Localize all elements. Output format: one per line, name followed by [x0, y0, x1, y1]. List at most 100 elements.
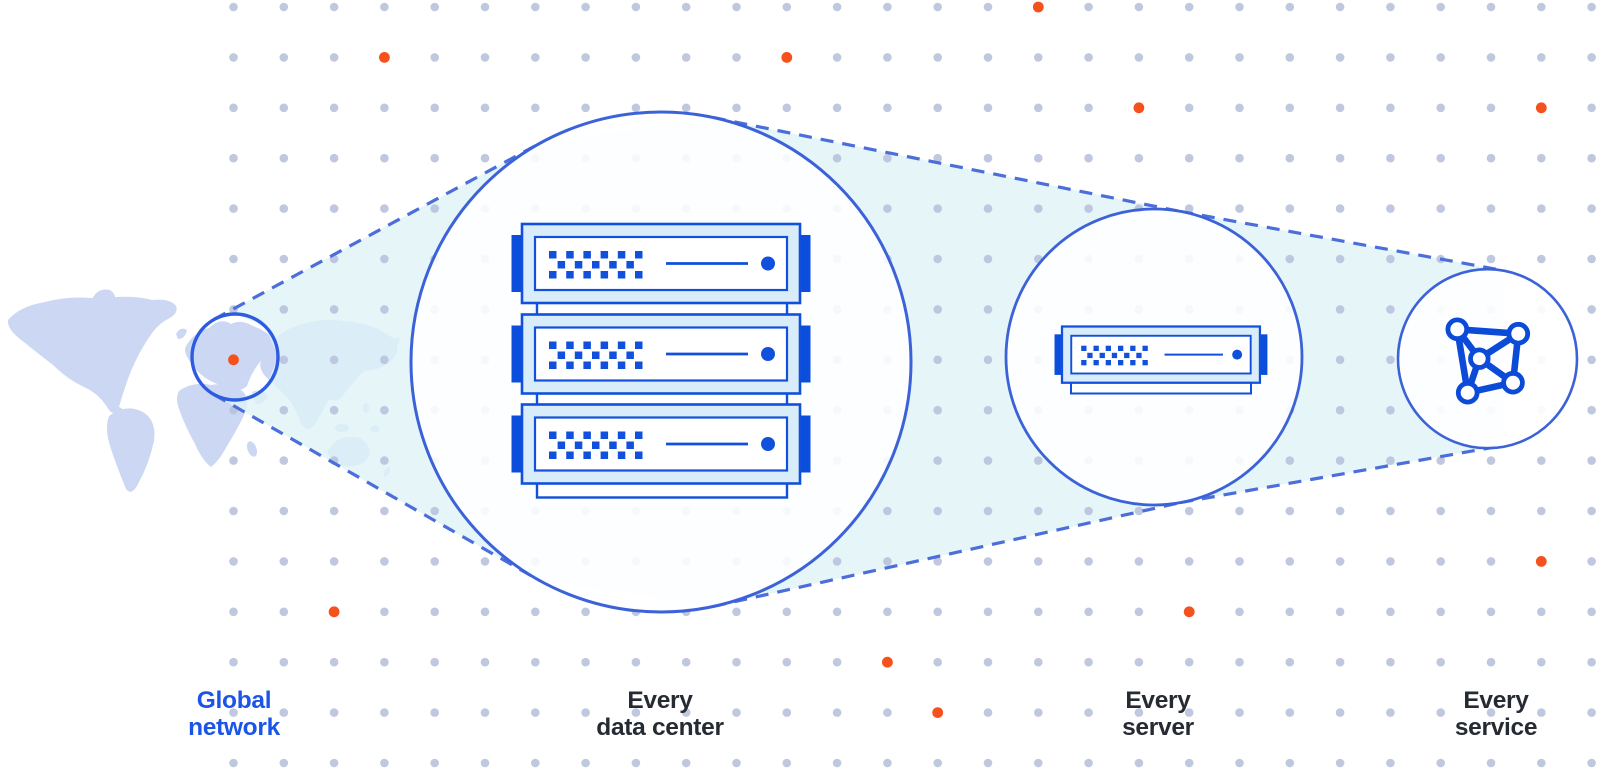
vent-pixel — [617, 271, 626, 279]
grid-dot — [933, 103, 942, 113]
server-faceplate — [533, 416, 789, 472]
vent-pixel — [574, 261, 583, 269]
grid-dot — [681, 758, 691, 768]
vent-pixel — [617, 251, 626, 259]
grid-dot — [1386, 355, 1395, 365]
grid-dot — [832, 758, 842, 768]
grid-dot — [1034, 607, 1043, 617]
label-line: Every — [1125, 687, 1191, 714]
grid-dot — [983, 405, 993, 415]
grid-dot — [329, 204, 339, 213]
location-dot-icon — [1032, 1, 1044, 13]
grid-dot — [581, 607, 590, 617]
grid-dot — [480, 2, 490, 12]
label-every-server: Every server — [1122, 687, 1194, 741]
grid-dot — [380, 557, 389, 566]
grid-dot — [1285, 758, 1295, 768]
network-node — [1501, 370, 1525, 395]
grid-dot — [1386, 2, 1395, 12]
grid-dot — [1335, 103, 1345, 113]
grid-dot — [883, 153, 892, 163]
grid-dot — [1134, 2, 1144, 12]
grid-dot — [1436, 557, 1445, 566]
grid-dot — [1084, 53, 1093, 62]
server-power-led — [1232, 349, 1243, 360]
grid-dot — [983, 254, 993, 264]
grid-dot — [229, 506, 238, 516]
network-node — [1506, 321, 1531, 346]
grid-dot — [1235, 103, 1244, 113]
grid-dot — [480, 103, 490, 113]
vent-pixel — [566, 341, 574, 349]
grid-dot — [430, 506, 440, 516]
grid-dot — [732, 708, 741, 717]
grid-dot — [1184, 2, 1194, 12]
grid-dot — [329, 153, 339, 163]
grid-dot — [1486, 557, 1496, 566]
grid-dot — [380, 405, 389, 415]
grid-dot — [581, 657, 590, 667]
vent-pixel — [574, 441, 583, 449]
grid-dot — [1235, 204, 1244, 213]
vent-pixel — [635, 451, 643, 459]
grid-dot — [1486, 153, 1496, 163]
grid-dot — [1034, 557, 1043, 566]
label-line: Global — [196, 687, 272, 714]
grid-dot — [1386, 557, 1395, 566]
grid-dot — [983, 153, 993, 163]
grid-dot — [430, 758, 440, 768]
grid-dot — [732, 607, 741, 617]
grid-dot — [531, 2, 540, 12]
grid-dot — [1486, 708, 1496, 717]
grid-dot — [1184, 103, 1194, 113]
grid-dot — [1386, 254, 1395, 264]
vent-pixel — [600, 361, 609, 369]
grid-dot — [279, 153, 289, 163]
grid-dot — [1134, 708, 1144, 717]
grid-dot — [1486, 758, 1496, 768]
grid-dot — [1184, 708, 1194, 717]
grid-dot — [1436, 456, 1445, 465]
grid-dot — [732, 103, 741, 113]
server-left-ear — [511, 415, 523, 473]
label-line: Every — [627, 687, 693, 714]
location-dot-icon — [1535, 102, 1547, 114]
grid-dot — [1034, 708, 1043, 717]
grid-dot — [1587, 708, 1596, 717]
vent-pixel — [600, 271, 609, 279]
vent-pixel — [566, 361, 574, 369]
grid-dot — [1335, 254, 1345, 264]
server-faceplate — [533, 326, 789, 382]
vent-pixel — [600, 431, 609, 439]
grid-dot — [1184, 506, 1194, 516]
grid-dot — [1084, 506, 1093, 516]
global-network-circle — [190, 312, 280, 402]
grid-dot — [480, 708, 490, 717]
grid-dot — [480, 657, 490, 667]
grid-dot — [430, 53, 440, 62]
grid-dot — [279, 254, 289, 264]
grid-dot — [1587, 405, 1596, 415]
grid-dot — [983, 607, 993, 617]
grid-dot — [581, 103, 590, 113]
grid-dot — [933, 153, 942, 163]
grid-dot — [1134, 758, 1144, 768]
vent-pixel — [609, 351, 617, 359]
grid-dot — [983, 657, 993, 667]
grid-dot — [1335, 305, 1345, 314]
grid-dot — [329, 355, 339, 365]
grid-dot — [1537, 758, 1546, 768]
grid-dot — [1335, 204, 1345, 213]
grid-dot — [380, 758, 389, 768]
grid-dot — [1134, 557, 1144, 566]
grid-dot — [581, 708, 590, 717]
vent-pixel — [566, 431, 574, 439]
grid-dot — [1537, 607, 1546, 617]
grid-dot — [1285, 657, 1295, 667]
grid-dot — [732, 758, 741, 768]
grid-dot — [983, 305, 993, 314]
vent-pixel — [549, 251, 557, 259]
grid-dot — [1386, 204, 1395, 213]
grid-dot — [1034, 204, 1043, 213]
grid-dot — [1386, 153, 1395, 163]
